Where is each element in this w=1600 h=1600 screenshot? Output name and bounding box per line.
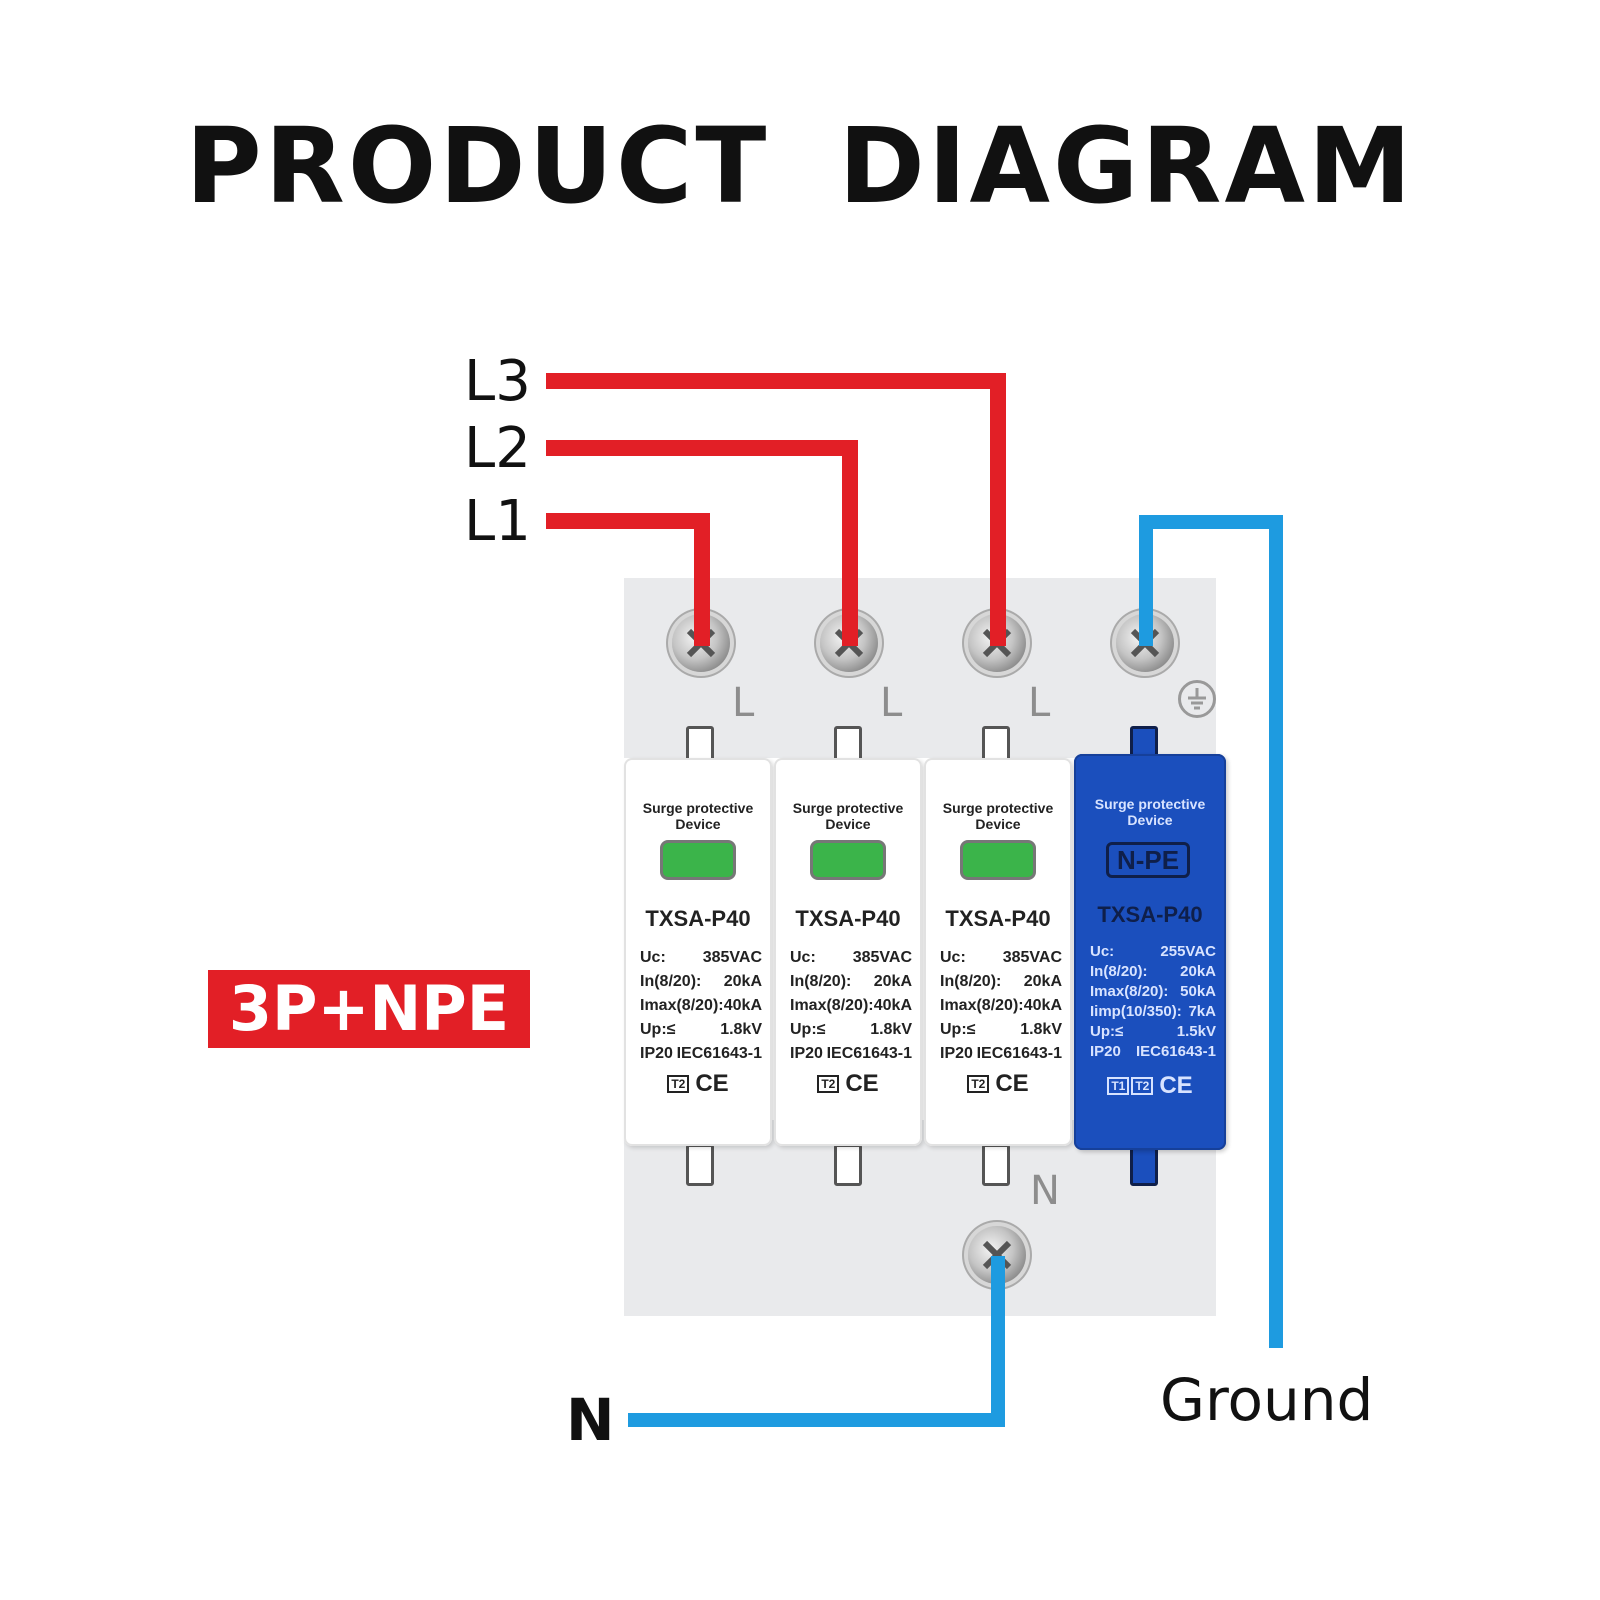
spec-value: 1.5kV bbox=[1176, 1023, 1216, 1040]
spec-key: Imax(8/20): bbox=[1090, 983, 1169, 1000]
spec-key: In(8/20): bbox=[640, 973, 702, 990]
configuration-badge: 3P+NPE bbox=[208, 970, 530, 1048]
module-slot-bottom bbox=[982, 1144, 1010, 1186]
device-top-base bbox=[624, 578, 1216, 758]
spec-value: 1.8kV bbox=[1020, 1021, 1062, 1038]
spec-value: 385VAC bbox=[702, 949, 762, 966]
terminal-label-l1: L bbox=[732, 680, 755, 726]
module-specs: Uc:385VAC In(8/20):20kA Imax(8/20):40kA … bbox=[940, 946, 1062, 1066]
npe-label: N-PE bbox=[1106, 842, 1190, 878]
spec-value: 1.8kV bbox=[720, 1021, 762, 1038]
ce-mark: CE bbox=[695, 1070, 729, 1097]
type-mark: T2 bbox=[1131, 1077, 1154, 1095]
spec-key: In(8/20): bbox=[790, 973, 852, 990]
status-indicator-window bbox=[810, 840, 886, 880]
spec-value: 385VAC bbox=[852, 949, 912, 966]
spec-key: IP20 bbox=[640, 1045, 673, 1062]
spec-value: IEC61643-1 bbox=[676, 1045, 762, 1062]
spec-key: Up:≤ bbox=[640, 1021, 676, 1038]
spec-value: IEC61643-1 bbox=[976, 1045, 1062, 1062]
module-heading: Surge protective Device bbox=[642, 800, 754, 832]
wire-label-l3: L3 bbox=[464, 349, 531, 414]
module-slot-bottom bbox=[1130, 1144, 1158, 1186]
wire-l3 bbox=[546, 373, 1006, 646]
module-slot-bottom bbox=[686, 1144, 714, 1186]
wire-neutral bbox=[628, 1256, 1005, 1427]
wire-label-l2: L2 bbox=[464, 416, 531, 481]
module-model: TXSA-P40 bbox=[945, 906, 1051, 931]
spec-key: Up:≤ bbox=[940, 1021, 976, 1038]
spec-value: IEC61643-1 bbox=[1135, 1043, 1216, 1060]
wire-label-l1: L1 bbox=[464, 489, 531, 554]
module-heading: Surge protective Device bbox=[942, 800, 1054, 832]
certification-marks: T2 CE bbox=[774, 1070, 922, 1098]
spec-value: 255VAC bbox=[1160, 943, 1216, 960]
spec-value: 50kA bbox=[1180, 983, 1216, 1000]
spec-key: Uc: bbox=[940, 949, 966, 966]
spec-key: Imax(8/20): bbox=[640, 997, 724, 1014]
module-specs: Uc:385VAC In(8/20):20kA Imax(8/20):40kA … bbox=[640, 946, 762, 1066]
spec-value: 20kA bbox=[873, 973, 912, 990]
spec-key: Imax(8/20): bbox=[790, 997, 874, 1014]
spd-module-l1: Surge protective Device TXSA-P40 Uc: 385V… bbox=[624, 758, 772, 1146]
type-mark: T2 bbox=[967, 1075, 990, 1093]
spec-value: 385VAC bbox=[1002, 949, 1062, 966]
spec-key: Uc: bbox=[1090, 943, 1115, 960]
wire-label-neutral: N bbox=[566, 1386, 615, 1454]
module-specs: Uc:255VAC In(8/20):20kA Imax(8/20):50kA … bbox=[1090, 942, 1216, 1062]
ce-mark: CE bbox=[995, 1070, 1029, 1097]
spd-module-l3: Surge protective Device TXSA-P40 Uc: 385V… bbox=[924, 758, 1072, 1146]
module-heading: Surge protective Device bbox=[1094, 796, 1206, 828]
spec-key: Uc: bbox=[640, 949, 666, 966]
terminal-label-l2: L bbox=[880, 680, 903, 726]
spec-value: 20kA bbox=[1023, 973, 1062, 990]
spec-key: IP20 bbox=[790, 1045, 823, 1062]
spec-value: 7kA bbox=[1188, 1003, 1216, 1020]
module-model: TXSA-P40 bbox=[1097, 902, 1203, 927]
spd-module-npe: Surge protective Device N-PE TXSA-P40 Uc… bbox=[1074, 754, 1226, 1150]
spec-key: Imax(8/20): bbox=[940, 997, 1024, 1014]
type-mark: T2 bbox=[667, 1075, 690, 1093]
spec-value: IEC61643-1 bbox=[826, 1045, 912, 1062]
type-mark: T2 bbox=[817, 1075, 840, 1093]
wire-label-ground: Ground bbox=[1160, 1366, 1374, 1434]
spec-value: 40kA bbox=[873, 997, 912, 1014]
spec-key: In(8/20): bbox=[940, 973, 1002, 990]
spec-key: IP20 bbox=[940, 1045, 973, 1062]
wire-ground bbox=[1139, 515, 1283, 1348]
wire-l2 bbox=[546, 440, 858, 646]
module-slot-bottom bbox=[834, 1144, 862, 1186]
spec-value: 40kA bbox=[723, 997, 762, 1014]
ce-mark: CE bbox=[845, 1070, 879, 1097]
spec-value: 20kA bbox=[723, 973, 762, 990]
spec-value: 20kA bbox=[1180, 963, 1216, 980]
page-title: PRODUCT DIAGRAM bbox=[185, 105, 1415, 227]
terminal-label-l3: L bbox=[1028, 680, 1051, 726]
certification-marks: T2 CE bbox=[924, 1070, 1072, 1098]
spec-key: In(8/20): bbox=[1090, 963, 1148, 980]
module-model: TXSA-P40 bbox=[795, 906, 901, 931]
type-mark: T1 bbox=[1107, 1077, 1130, 1095]
spec-key: Iimp(10/350): bbox=[1090, 1003, 1182, 1020]
module-specs: Uc:385VAC In(8/20):20kA Imax(8/20):40kA … bbox=[790, 946, 912, 1066]
earth-ground-icon bbox=[1178, 680, 1216, 718]
spec-key: Up:≤ bbox=[1090, 1023, 1124, 1040]
module-heading: Surge protective Device bbox=[792, 800, 904, 832]
terminal-label-n: N bbox=[1030, 1168, 1060, 1214]
spec-value: 1.8kV bbox=[870, 1021, 912, 1038]
status-indicator-window bbox=[960, 840, 1036, 880]
device-bottom-base bbox=[624, 1120, 1216, 1316]
spec-key: Up:≤ bbox=[790, 1021, 826, 1038]
status-indicator-window bbox=[660, 840, 736, 880]
spec-key: IP20 bbox=[1090, 1043, 1121, 1060]
module-model: TXSA-P40 bbox=[645, 906, 751, 931]
spd-module-l2: Surge protective Device TXSA-P40 Uc: 385V… bbox=[774, 758, 922, 1146]
certification-marks: T2 CE bbox=[624, 1070, 772, 1098]
wire-l1 bbox=[546, 513, 710, 646]
ce-mark: CE bbox=[1159, 1072, 1193, 1099]
spec-value: 40kA bbox=[1023, 997, 1062, 1014]
spec-key: Uc: bbox=[790, 949, 816, 966]
